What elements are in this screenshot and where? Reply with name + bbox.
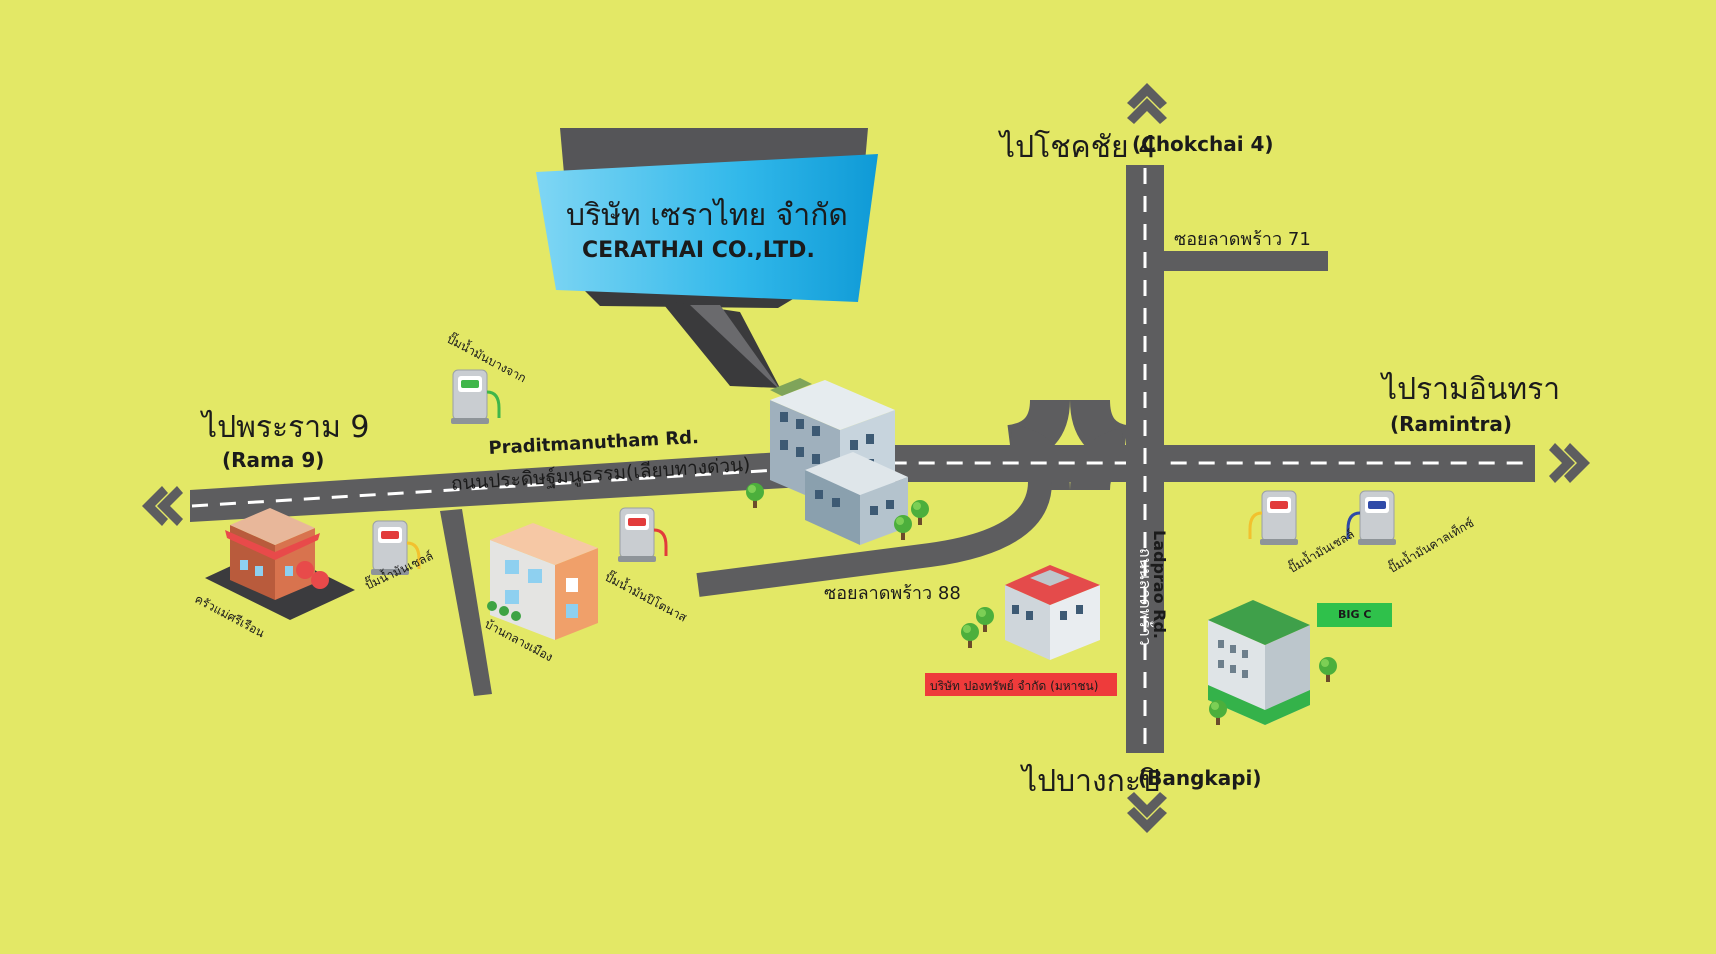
restaurant-building-icon: [205, 508, 355, 620]
company-name-english: CERATHAI CO.,LTD.: [582, 238, 815, 263]
gas-pump-petronas-icon: [617, 507, 668, 563]
gas-pump-caltex-icon: [1346, 490, 1397, 546]
south-direction-thai: ไปบางกะปิ: [1022, 764, 1160, 799]
east-direction-thai: ไปรามอินทรา: [1382, 372, 1561, 407]
pongsub-label: บริษัท ปองทรัพย์ จำกัด (มหาชน): [930, 679, 1099, 693]
west-direction-english: (Rama 9): [222, 448, 325, 472]
soi-ladprao-71-label: ซอยลาดพร้าว 71: [1174, 229, 1311, 250]
bigc-building-icon: [1208, 600, 1337, 725]
company-banner: [536, 128, 878, 392]
north-direction-english: (Chokchai 4): [1132, 132, 1274, 156]
north-direction-thai: ไปโชคชัย 4: [1000, 130, 1158, 165]
east-arrow-icon: [1549, 443, 1590, 483]
gas-pump-shell-west-icon: [370, 520, 421, 576]
pongsub-building-icon: [961, 565, 1100, 660]
east-direction-english: (Ramintra): [1390, 412, 1513, 436]
cerathai-building-icon: [746, 378, 929, 545]
house-building-icon: [487, 523, 598, 640]
south-direction-english: (Bangkapi): [1138, 766, 1262, 790]
gas-pump-shell-east-icon: [1248, 490, 1299, 546]
gas-pump-bangchak-icon: [450, 369, 501, 425]
north-arrow-icon: [1127, 83, 1167, 124]
ladprao-road-thai: ถนนลาดพร้าว: [1136, 548, 1155, 646]
west-arrow-icon: [142, 486, 183, 526]
south-arrow-icon: [1127, 792, 1167, 833]
soi-ladprao-88-label: ซอยลาดพร้าว 88: [824, 583, 961, 604]
pongsub-label-badge: [925, 673, 1117, 696]
bigc-label-badge: [1317, 603, 1392, 627]
bigc-label: BIG C: [1338, 608, 1372, 621]
company-name-thai: บริษัท เซราไทย จำกัด: [566, 198, 848, 233]
west-direction-thai: ไปพระราม 9: [202, 410, 370, 445]
